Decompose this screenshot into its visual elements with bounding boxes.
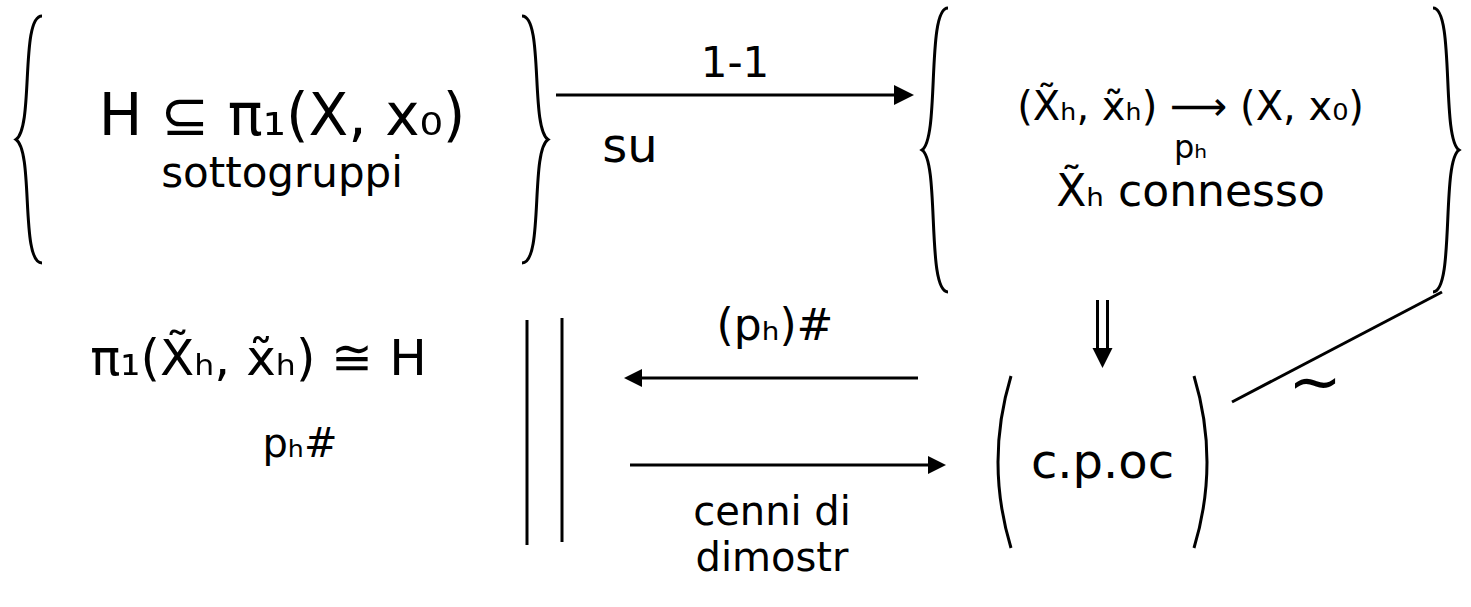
map-arrow [632, 377, 918, 380]
node-text: pₕ [1174, 129, 1207, 166]
arrow-head [1093, 348, 1113, 368]
set-brace: H ⊆ π₁(X, x₀)sottogruppi [12, 12, 552, 267]
brace-stroke [16, 16, 42, 263]
math-label: pₕ# [240, 420, 360, 466]
arrow-head [928, 456, 946, 474]
set-brace: (X̃ₕ, x̃ₕ) ⟶ (X, x₀)pₕX̃ₕ connesso [918, 4, 1463, 296]
node-text: X̃ₕ connesso [1056, 166, 1325, 217]
map-arrow [630, 464, 936, 467]
node-text: H ⊆ π₁(X, x₀) [99, 82, 466, 149]
arrow-head [894, 85, 914, 105]
math-label: cenni di dimostr [622, 488, 922, 580]
math-label: su [575, 118, 685, 173]
brace-stroke [522, 16, 548, 263]
brace-stroke [1433, 8, 1459, 292]
math-label: (pₕ)# [690, 300, 860, 351]
paren-group: c.p.oc [985, 372, 1220, 552]
paren-stroke [998, 376, 1011, 548]
paren-stroke [1194, 376, 1207, 548]
equals-bar [526, 320, 529, 545]
math-label: ~ [1270, 345, 1360, 419]
edge-label: 1-1 [701, 39, 770, 87]
node-text: sottogruppi [161, 149, 403, 197]
node-text: c.p.oc [1031, 434, 1174, 489]
math-label: π₁(X̃ₕ, x̃ₕ) ≅ H [6, 330, 511, 388]
connector-line [1106, 300, 1109, 352]
equals-bar [561, 318, 564, 542]
brace-stroke [922, 8, 948, 292]
arrow-head [624, 369, 642, 387]
connector-line [1096, 300, 1099, 352]
node-text: (X̃ₕ, x̃ₕ) ⟶ (X, x₀) [1017, 83, 1364, 129]
connector [1093, 300, 1113, 368]
connector-line [556, 94, 898, 97]
connector [556, 85, 914, 105]
